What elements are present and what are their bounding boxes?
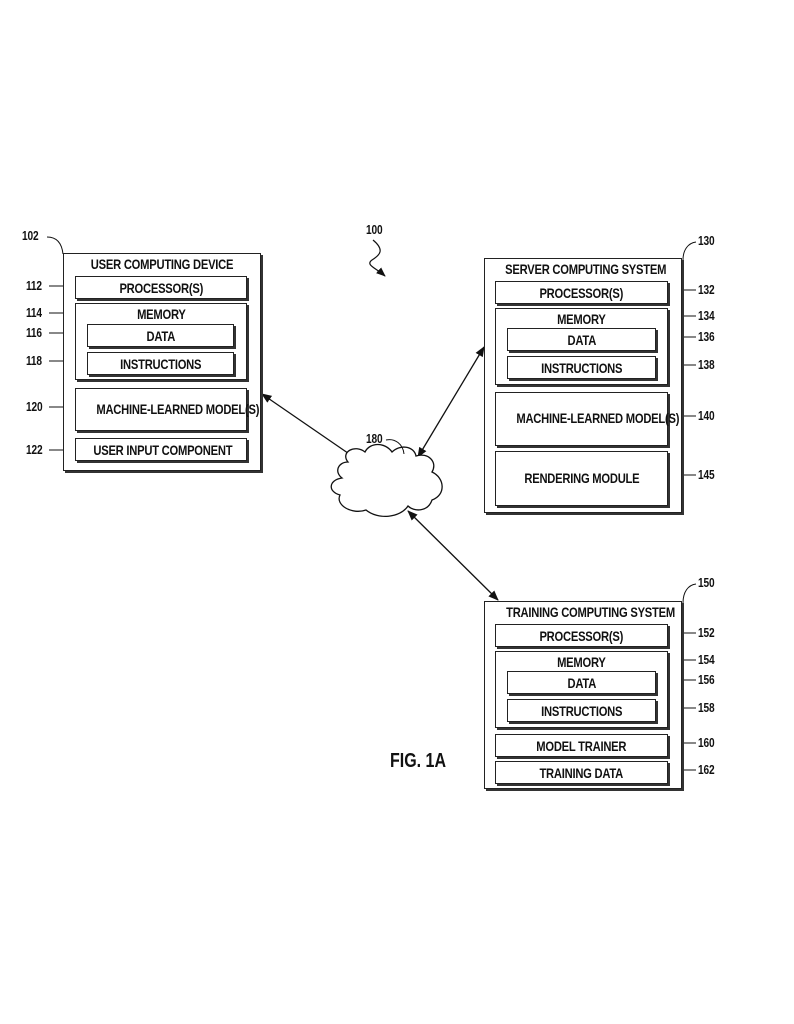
- ref-152: 152: [698, 625, 715, 640]
- ref-134: 134: [698, 308, 715, 323]
- training-instructions-box: INSTRUCTIONS: [507, 699, 656, 722]
- server-rendering-label: RENDERING MODULE: [523, 470, 639, 486]
- ref-130: 130: [698, 233, 715, 248]
- ref-145: 145: [698, 467, 715, 482]
- user-instructions-box: INSTRUCTIONS: [87, 352, 234, 375]
- server-models-box: MACHINE-LEARNED MODEL(S): [495, 392, 679, 446]
- server-instructions-box: INSTRUCTIONS: [507, 356, 656, 379]
- training-network-connector: [407, 510, 499, 601]
- ref-132: 132: [698, 282, 715, 297]
- server-memory-label: MEMORY: [557, 311, 606, 327]
- ref-180: 180: [366, 431, 383, 446]
- ref-100: 100: [366, 222, 383, 237]
- model-trainer-label: MODEL TRAINER: [536, 738, 627, 754]
- ref-130-leader: [682, 241, 697, 261]
- server-data-label: DATA: [567, 332, 596, 348]
- ref-122: 122: [26, 442, 43, 457]
- ref-100-squiggle: [369, 239, 386, 277]
- training-data-label: TRAINING DATA: [539, 765, 624, 781]
- ref-138: 138: [698, 357, 715, 372]
- user-memory-label: MEMORY: [136, 306, 186, 322]
- ref-102-leader: [46, 236, 64, 255]
- figure-caption: FIG. 1A: [383, 750, 453, 773]
- server-title: SERVER COMPUTING SYSTEM: [505, 261, 667, 277]
- ref-160: 160: [698, 735, 715, 750]
- server-network-connector: [417, 346, 485, 458]
- ref-158: 158: [698, 700, 715, 715]
- ref-150-leader: [682, 583, 697, 604]
- training-data-box: TRAINING DATA: [495, 761, 668, 784]
- network-cloud-icon: [330, 443, 443, 517]
- ref-162: 162: [698, 762, 715, 777]
- ref-114: 114: [26, 305, 42, 320]
- server-data-box: DATA: [507, 328, 656, 351]
- ref-140: 140: [698, 408, 715, 423]
- user-processor-label: PROCESSOR(S): [119, 280, 203, 296]
- figure-caption-text: FIG. 1A: [390, 750, 447, 772]
- server-models-label: MACHINE-LEARNED MODEL(S): [516, 410, 680, 426]
- server-processor-label: PROCESSOR(S): [539, 285, 624, 301]
- ref-102: 102: [22, 228, 39, 243]
- training-title: TRAINING COMPUTING SYSTEM: [506, 604, 675, 620]
- user-models-box: MACHINE-LEARNED MODEL(S): [75, 388, 259, 431]
- ref-120: 120: [26, 399, 43, 414]
- training-memory-label: MEMORY: [557, 654, 606, 670]
- user-models-label: MACHINE-LEARNED MODEL(S): [96, 401, 260, 417]
- user-processor-box: PROCESSOR(S): [75, 276, 247, 299]
- user-data-box: DATA: [87, 324, 234, 347]
- user-input-label: USER INPUT COMPONENT: [93, 442, 233, 458]
- user-device-title: USER COMPUTING DEVICE: [90, 256, 234, 272]
- server-rendering-box: RENDERING MODULE: [495, 451, 668, 506]
- ref-156: 156: [698, 672, 715, 687]
- server-instructions-label: INSTRUCTIONS: [540, 360, 623, 376]
- training-data-store-label: DATA: [567, 675, 596, 691]
- training-processor-box: PROCESSOR(S): [495, 624, 668, 647]
- ref-116: 116: [26, 325, 42, 340]
- training-data-store-box: DATA: [507, 671, 656, 694]
- user-input-box: USER INPUT COMPONENT: [75, 438, 247, 461]
- training-instructions-label: INSTRUCTIONS: [540, 703, 623, 719]
- ref-118: 118: [26, 353, 42, 368]
- ref-180-leader: [385, 439, 405, 455]
- ref-154: 154: [698, 652, 715, 667]
- user-data-label: DATA: [146, 328, 175, 344]
- user-instructions-label: INSTRUCTIONS: [119, 356, 202, 372]
- server-processor-box: PROCESSOR(S): [495, 281, 668, 304]
- user-network-connector: [261, 393, 359, 461]
- ref-112: 112: [26, 278, 42, 293]
- ref-136: 136: [698, 329, 715, 344]
- ref-150: 150: [698, 575, 715, 590]
- training-processor-label: PROCESSOR(S): [539, 628, 624, 644]
- model-trainer-box: MODEL TRAINER: [495, 734, 668, 757]
